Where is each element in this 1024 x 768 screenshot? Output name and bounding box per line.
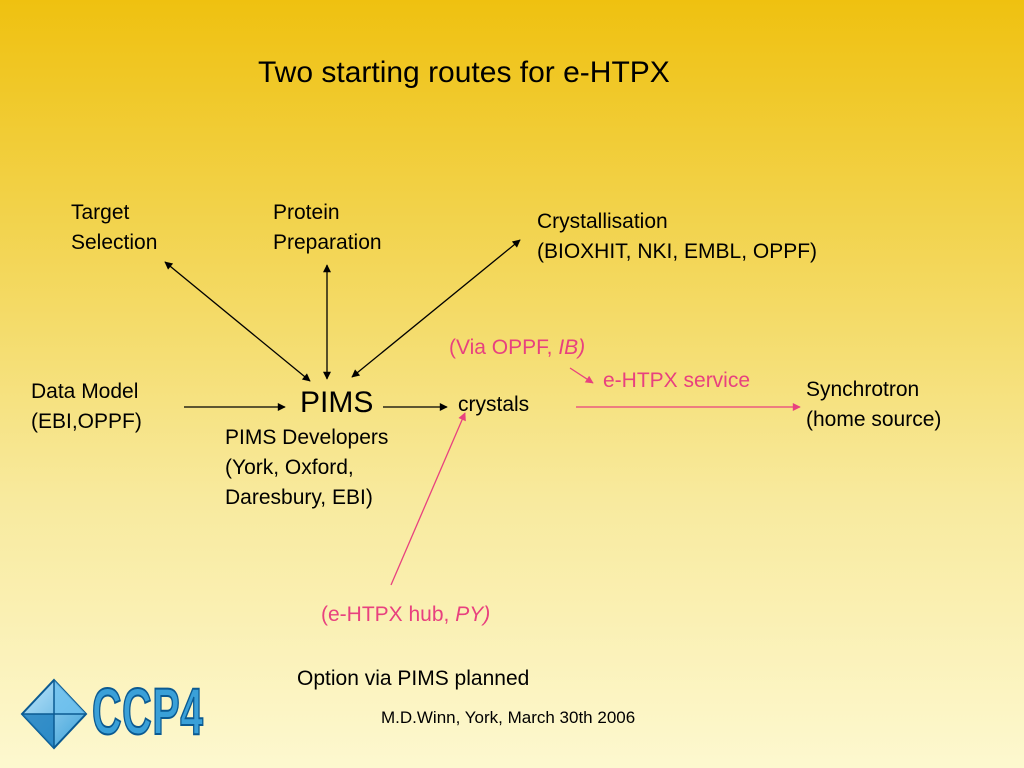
annotation-ehtpx-service: e-HTPX service [603, 369, 751, 392]
ccp4-logo-text: CCP4 [91, 673, 204, 749]
node-pims-developers-line3: Daresbury, EBI) [225, 486, 373, 509]
arrow-pims-target-selection [164, 261, 311, 382]
node-target-selection-line1: Target [71, 201, 130, 224]
ccp4-logo: CCP4 [20, 673, 204, 752]
annotation-via-oppf-italic: IB) [558, 336, 586, 359]
node-crystallisation-line2: (BIOXHIT, NKI, EMBL, OPPF) [537, 240, 818, 263]
node-pims-developers: PIMS Developers (York, Oxford, Daresbury… [225, 423, 388, 513]
node-crystallisation-line1: Crystallisation [537, 210, 668, 233]
annotation-ehtpx-hub-italic: PY) [455, 603, 491, 626]
node-crystals: crystals [458, 393, 530, 416]
node-pims-developers-line1: PIMS Developers [225, 426, 389, 449]
node-target-selection: Target Selection [71, 198, 157, 258]
node-data-model-line1: Data Model [31, 380, 139, 403]
node-data-model: Data Model (EBI,OPPF) [31, 377, 142, 437]
arrow-via-oppf [569, 367, 594, 384]
node-target-selection-line2: Selection [71, 231, 158, 254]
node-synchrotron: Synchrotron (home source) [806, 375, 941, 435]
node-crystallisation: Crystallisation (BIOXHIT, NKI, EMBL, OPP… [537, 207, 817, 267]
footer-option: Option via PIMS planned [297, 667, 530, 690]
node-data-model-line2: (EBI,OPPF) [31, 410, 142, 433]
node-protein-preparation-line1: Protein [273, 201, 340, 224]
arrow-pims-crystallisation [351, 239, 521, 378]
footer-credit: M.D.Winn, York, March 30th 2006 [381, 708, 636, 727]
node-pims-developers-line2: (York, Oxford, [225, 456, 354, 479]
slide-title: Two starting routes for e-HTPX [258, 56, 670, 89]
node-pims: PIMS [300, 386, 374, 419]
diamond-logo-icon [20, 678, 88, 750]
arrow-ehtpx-hub [390, 412, 466, 586]
annotation-ehtpx-hub: (e-HTPX hub, PY) [321, 600, 490, 630]
node-synchrotron-line1: Synchrotron [806, 378, 920, 401]
node-synchrotron-line2: (home source) [806, 408, 942, 431]
annotation-ehtpx-hub-prefix: (e-HTPX hub, [321, 603, 456, 626]
